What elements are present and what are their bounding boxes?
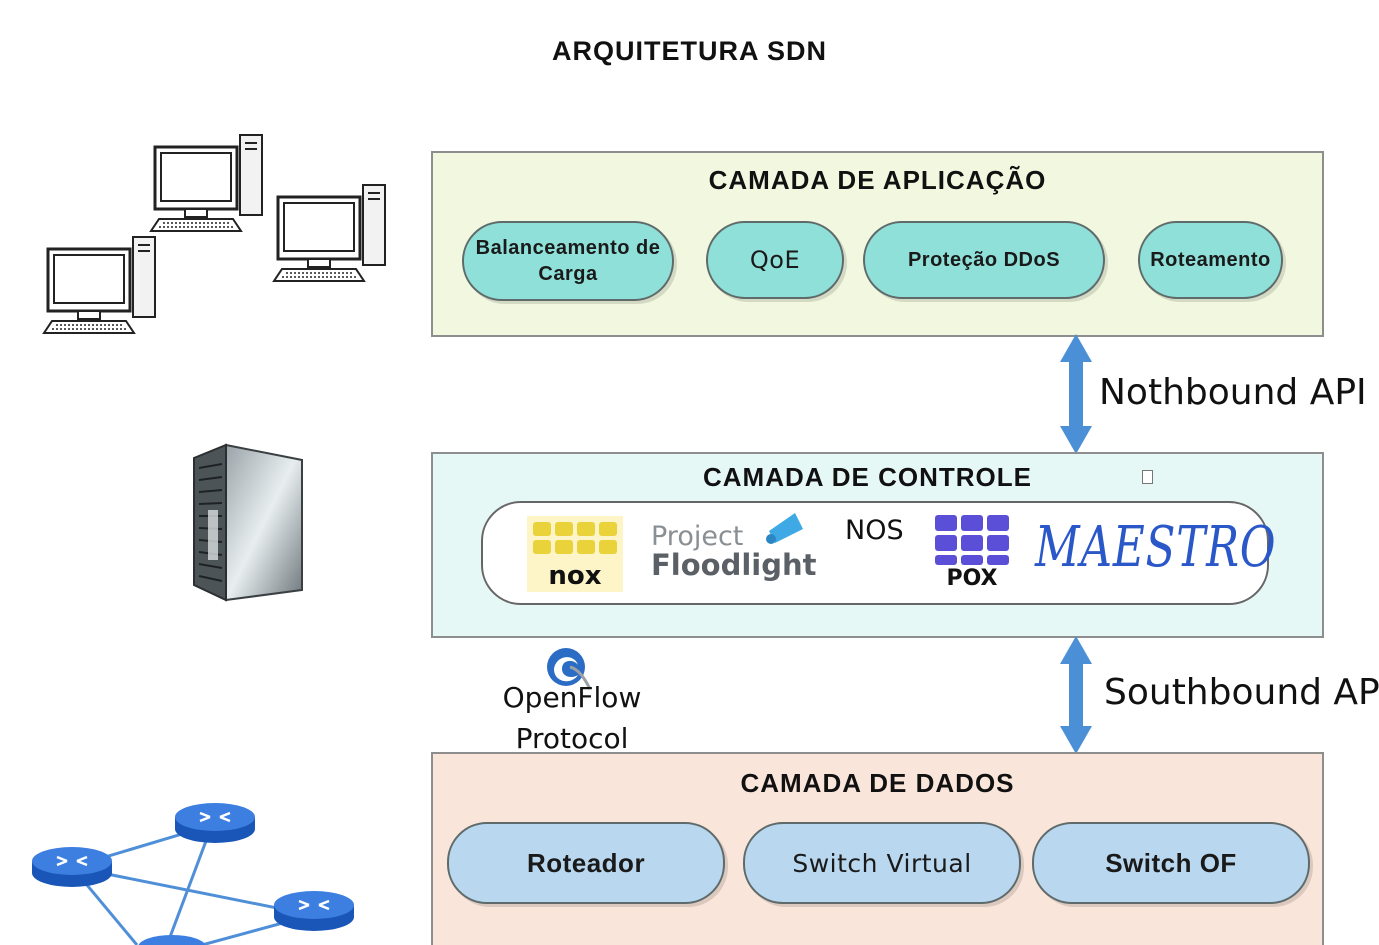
floodlight-logo-line1: Project <box>651 521 744 552</box>
nos-controllers-box: nox Project Floodlight NOS POX MAESTRO <box>481 501 1276 605</box>
nox-logo: nox <box>527 516 623 592</box>
control-layer-title: CAMADA DE CONTROLE <box>702 462 1033 492</box>
device-of-switch: Switch OF <box>1032 822 1310 904</box>
app-load-balancing: Balanceamento de Carga <box>462 221 674 301</box>
maestro-logo: MAESTRO <box>1035 515 1277 580</box>
openflow-logo-icon <box>547 648 592 690</box>
control-layer: CAMADA DE CONTROLE nox Project Floodligh… <box>431 452 1324 638</box>
openflow-line2: Protocol <box>515 722 629 755</box>
router-icon <box>175 803 255 843</box>
app-ddos-protection: Proteção DDoS <box>863 221 1105 299</box>
application-layer: CAMADA DE APLICAÇÃO Balanceamento de Car… <box>431 151 1324 337</box>
southbound-arrow-icon <box>1060 636 1092 754</box>
app-routing: Roteamento <box>1138 221 1283 299</box>
application-layer-title: CAMADA DE APLICAÇÃO <box>708 165 1047 195</box>
app-qoe: QoE <box>706 221 844 299</box>
server-icon <box>193 443 303 602</box>
nos-label: NOS <box>845 515 904 546</box>
computers-icon <box>42 133 387 335</box>
openflow-line1: OpenFlow <box>502 681 642 714</box>
device-router: Roteador <box>447 822 725 904</box>
northbound-api-label: Nothbound API <box>1099 372 1367 413</box>
router-network-icon <box>32 803 354 945</box>
pox-logo-text: POX <box>946 566 997 589</box>
placeholder-glyph-icon <box>1142 470 1153 484</box>
diagram-title: ARQUITETURA SDN <box>552 36 827 66</box>
data-layer: CAMADA DE DADOS Roteador Switch Virtual … <box>431 752 1324 945</box>
nox-logo-text: nox <box>548 561 601 591</box>
northbound-arrow-icon <box>1060 334 1092 454</box>
floodlight-logo-line2: Floodlight <box>651 548 817 582</box>
southbound-api-label: Southbound AP <box>1104 672 1379 713</box>
device-virtual-switch: Switch Virtual <box>743 822 1021 904</box>
floodlight-lamp-icon <box>766 513 803 544</box>
pox-logo: POX <box>935 515 1009 589</box>
data-layer-title: CAMADA DE DADOS <box>740 768 1015 798</box>
